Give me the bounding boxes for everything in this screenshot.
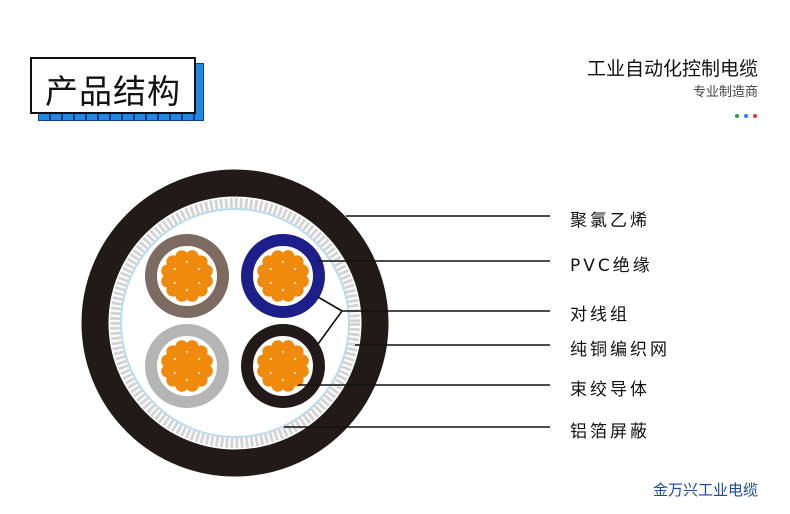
copper-strand — [199, 264, 213, 278]
brand-title: 工业自动化控制电缆 — [586, 58, 758, 80]
label-pvc-jacket: 聚氯乙烯 — [570, 211, 650, 231]
page-title: 产品结构 — [45, 72, 181, 111]
insulated-core — [145, 234, 229, 318]
insulated-core — [145, 324, 229, 408]
braid-shield — [110, 198, 360, 448]
copper-strand — [257, 364, 271, 378]
copper-strand — [271, 250, 285, 264]
copper-strand — [175, 340, 189, 354]
label-copper-braid: 纯铜编织网 — [570, 340, 670, 360]
label-foil-shield: 铝箔屏蔽 — [570, 422, 650, 442]
footer-brand: 金万兴工业电缆 — [652, 481, 758, 499]
copper-strand — [161, 274, 175, 288]
foil-shield — [120, 208, 350, 438]
copper-strand — [281, 378, 295, 392]
label-stranded-conductor: 束绞导体 — [570, 380, 650, 400]
dot-green — [735, 114, 739, 118]
label-pvc-insulation: PVC绝缘 — [570, 256, 653, 276]
insulated-core — [241, 324, 325, 408]
color-dots — [735, 114, 757, 118]
leader-lines — [284, 215, 550, 428]
outer-jacket — [81, 169, 389, 477]
leader-pair-b — [317, 310, 343, 345]
title-box: 产品结构 — [30, 57, 196, 114]
copper-strand — [185, 288, 199, 302]
dot-blue — [744, 114, 748, 118]
brand-subtitle: 专业制造商 — [692, 85, 758, 100]
copper-strand — [185, 378, 199, 392]
copper-strand — [281, 288, 295, 302]
insulated-core — [241, 234, 325, 318]
copper-strand — [199, 354, 213, 368]
leader-pair-a — [317, 296, 343, 312]
copper-strand — [271, 340, 285, 354]
dot-red — [753, 114, 757, 118]
copper-strand — [295, 264, 309, 278]
copper-strand — [175, 250, 189, 264]
copper-strand — [257, 274, 271, 288]
copper-strand — [161, 364, 175, 378]
copper-strand — [295, 354, 309, 368]
label-twisted-pair: 对线组 — [570, 305, 630, 325]
